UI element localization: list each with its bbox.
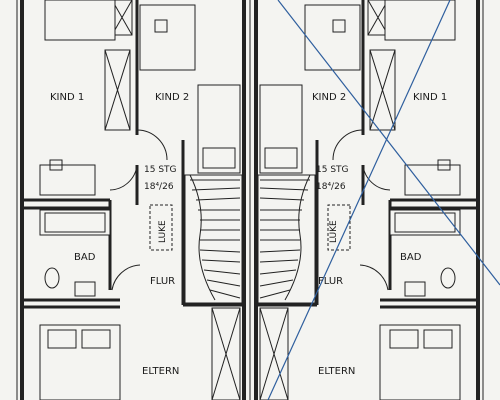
right-kind1-label: KIND 1 — [413, 92, 447, 103]
right-bad-label: BAD — [400, 252, 422, 263]
party-wall — [242, 0, 258, 400]
right-flur-label: FLUR — [318, 276, 343, 287]
right-stair-ratio: 18⁴/26 — [316, 182, 346, 192]
right-unit — [256, 0, 478, 400]
left-bad-label: BAD — [74, 252, 96, 263]
left-flur-label: FLUR — [150, 276, 175, 287]
right-stair-steps: 15 STG — [316, 165, 349, 175]
right-kind2-label: KIND 2 — [312, 92, 346, 103]
left-kind1-label: KIND 1 — [50, 92, 84, 103]
left-hatch-label: LUKE — [158, 220, 168, 243]
right-eltern-label: ELTERN — [318, 366, 355, 377]
overlay-lines — [267, 0, 500, 400]
left-kind2-label: KIND 2 — [155, 92, 189, 103]
left-stair-steps: 15 STG — [144, 165, 177, 175]
left-unit — [22, 0, 244, 400]
left-stair-ratio: 18⁴/26 — [144, 182, 174, 192]
right-hatch-label: LUKE — [329, 220, 339, 243]
left-eltern-label: ELTERN — [142, 366, 179, 377]
